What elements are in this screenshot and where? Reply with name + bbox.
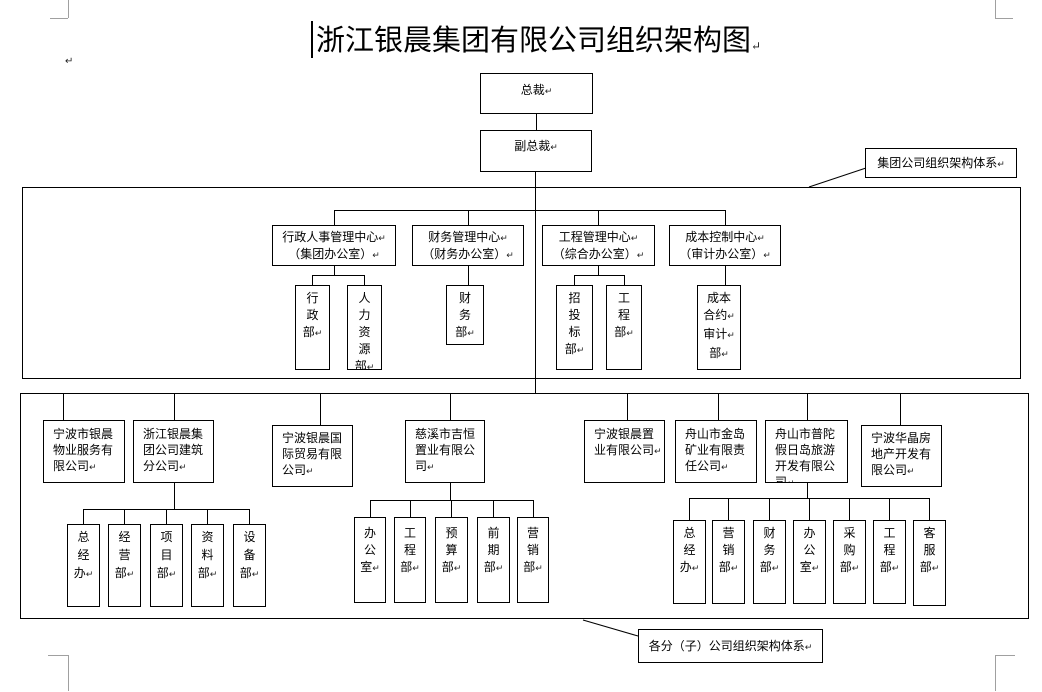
unit-box-documents[interactable]: 资 料 部↵ [191, 524, 224, 607]
company-box-construction-branch[interactable]: 浙江银晨集 团公司建筑 分公司↵ [133, 420, 214, 483]
paragraph-mark: ↵ [500, 234, 508, 244]
unit-box-office[interactable]: 办 公 室↵ [354, 517, 386, 603]
document-title[interactable]: 浙江银晨集团有限公司组织架构图↵ [316, 23, 762, 57]
unit-box-office[interactable]: 办 公 室↵ [793, 520, 826, 604]
paragraph-mark: ↵ [126, 570, 135, 580]
paragraph-mark: ↵ [412, 564, 420, 574]
unit-box-procurement[interactable]: 采 购 部↵ [833, 520, 866, 604]
paragraph-mark: ↵ [65, 56, 74, 67]
paragraph-mark: ↵ [721, 350, 729, 360]
unit-box-administration[interactable]: 行 政 部↵ [295, 285, 330, 370]
paragraph-mark: ↵ [727, 312, 735, 322]
paragraph-mark: ↵ [366, 363, 375, 370]
unit-box-equipment[interactable]: 设 备 部↵ [233, 524, 266, 607]
unit-box-budget[interactable]: 预 算 部↵ [435, 517, 468, 603]
company-box-ningbo-property[interactable]: 宁波市银晨 物业服务有 限公司↵ [43, 420, 125, 483]
unit-box-projects[interactable]: 项 目 部↵ [150, 524, 183, 607]
paragraph-mark: ↵ [751, 39, 762, 53]
department-box-finance[interactable]: 财务管理中心↵ （财务办公室）↵ [412, 225, 524, 266]
company-box-zhoushan-mining[interactable]: 舟山市金岛 矿业有限责 任公司↵ [675, 420, 757, 483]
paragraph-mark: ↵ [721, 463, 729, 473]
company-box-ningbo-trade[interactable]: 宁波银晨国 际贸易有限 公司↵ [272, 425, 353, 487]
paragraph-mark: ↵ [763, 251, 771, 261]
unit-box-engineering[interactable]: 工 程 部↵ [606, 285, 642, 370]
paragraph-mark: ↵ [630, 234, 639, 244]
paragraph-mark: ↵ [727, 331, 735, 341]
paragraph-mark: ↵ [65, 56, 73, 68]
unit-box-human-resources[interactable]: 人 力 资 源 部↵ [347, 285, 382, 370]
paragraph-mark: ↵ [506, 251, 514, 261]
unit-box-general-office[interactable]: 总 经 办↵ [67, 524, 100, 607]
unit-box-marketing[interactable]: 营 销 部↵ [712, 520, 745, 604]
paragraph-mark: ↵ [931, 564, 940, 574]
paragraph-mark: ↵ [85, 570, 94, 580]
paragraph-mark: ↵ [179, 463, 187, 473]
president-box[interactable]: 总裁↵ [480, 73, 593, 114]
paragraph-mark: ↵ [654, 447, 662, 457]
paragraph-mark: ↵ [209, 570, 218, 580]
paragraph-mark: ↵ [378, 234, 386, 244]
unit-box-customer-service[interactable]: 客 服 部↵ [913, 520, 946, 606]
paragraph-mark: ↵ [691, 564, 700, 574]
unit-box-engineering[interactable]: 工 程 部↵ [394, 517, 426, 603]
paragraph-mark: ↵ [787, 479, 795, 482]
department-box-admin-hr[interactable]: 行政人事管理中心↵ （集团办公室）↵ [272, 225, 396, 266]
paragraph-mark: ↵ [851, 564, 860, 574]
paragraph-mark: ↵ [907, 467, 915, 477]
paragraph-mark: ↵ [427, 463, 435, 473]
paragraph-mark: ↵ [730, 564, 739, 574]
unit-box-cost-contract-audit[interactable]: 成本 合约↵ 审计↵ 部↵ [697, 285, 741, 370]
unit-box-engineering[interactable]: 工 程 部↵ [873, 520, 906, 604]
group-system-callout[interactable]: 集团公司组织架构体系↵ [865, 148, 1017, 178]
paragraph-mark: ↵ [372, 251, 380, 261]
paragraph-mark: ↵ [636, 251, 645, 261]
paragraph-mark: ↵ [495, 564, 504, 574]
paragraph-mark: ↵ [168, 570, 177, 580]
company-box-cixi-realestate[interactable]: 慈溪市吉恒 置业有限公 司↵ [405, 420, 485, 483]
paragraph-mark: ↵ [811, 564, 820, 574]
department-box-cost-control[interactable]: 成本控制中心↵ （审计办公室）↵ [669, 225, 781, 266]
paragraph-mark: ↵ [306, 467, 314, 477]
paragraph-mark: ↵ [997, 160, 1005, 170]
paragraph-mark: ↵ [804, 643, 813, 653]
paragraph-mark: ↵ [453, 564, 462, 574]
paragraph-mark: ↵ [891, 564, 900, 574]
paragraph-mark: ↵ [467, 329, 475, 339]
text-cursor [311, 21, 313, 58]
unit-box-marketing[interactable]: 营 销 部↵ [517, 517, 549, 603]
paragraph-mark: ↵ [535, 564, 543, 574]
group-system-frame [22, 187, 1021, 379]
unit-box-bidding[interactable]: 招 投 标 部↵ [556, 285, 593, 370]
unit-box-finance[interactable]: 财 务 部↵ [753, 520, 786, 604]
paragraph-mark: ↵ [771, 564, 780, 574]
paragraph-mark: ↵ [576, 346, 585, 356]
subsidiary-system-frame [20, 393, 1029, 619]
unit-box-preliminary[interactable]: 前 期 部↵ [477, 517, 510, 603]
unit-box-general-office[interactable]: 总 经 办↵ [673, 520, 706, 604]
callout-pointer-line [808, 167, 867, 188]
paragraph-mark: ↵ [251, 570, 260, 580]
paragraph-mark: ↵ [372, 564, 380, 574]
department-box-engineering[interactable]: 工程管理中心↵ （综合办公室）↵ [542, 225, 655, 266]
company-box-zhoushan-tourism[interactable]: 舟山市普陀 假日岛旅游 开发有限公 司↵ [765, 420, 848, 483]
paragraph-mark: ↵ [626, 329, 634, 339]
subsidiary-system-callout[interactable]: 各分（子）公司组织架构体系↵ [638, 629, 823, 663]
company-box-ningbo-huajing[interactable]: 宁波华晶房 地产开发有 限公司↵ [861, 425, 942, 487]
company-box-ningbo-realestate[interactable]: 宁波银晨置 业有限公司↵ [584, 420, 665, 483]
paragraph-mark: ↵ [757, 234, 765, 244]
unit-box-operations[interactable]: 经 营 部↵ [108, 524, 141, 607]
paragraph-mark: ↵ [314, 329, 323, 339]
paragraph-mark: ↵ [89, 463, 97, 473]
vice-president-box[interactable]: 副总裁↵ [480, 130, 592, 172]
paragraph-mark: ↵ [544, 87, 553, 97]
callout-pointer-line [582, 619, 639, 637]
unit-box-finance[interactable]: 财 务 部↵ [446, 285, 484, 345]
paragraph-mark: ↵ [550, 143, 558, 153]
